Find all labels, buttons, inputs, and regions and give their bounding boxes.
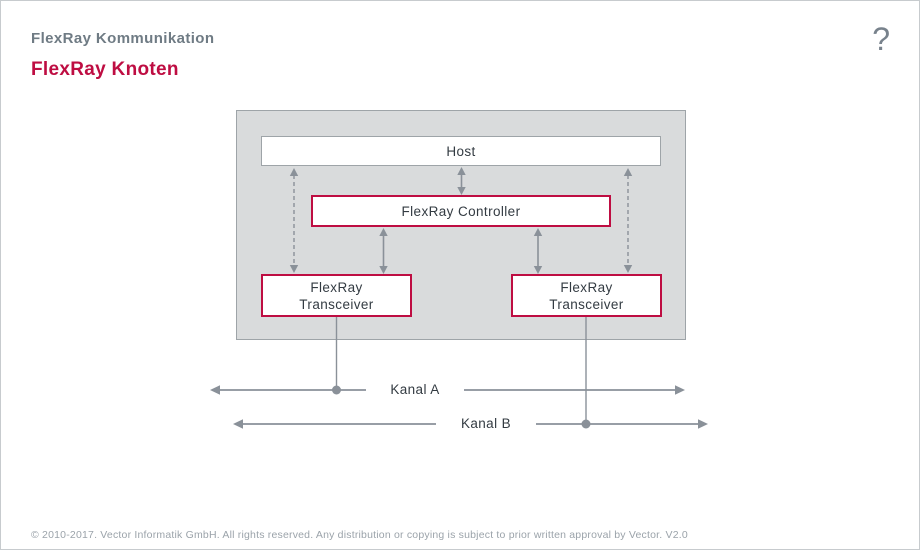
channel-a-junction-dot bbox=[332, 385, 341, 395]
page-title: FlexRay Knoten bbox=[31, 59, 179, 80]
channel-b-label: Kanal B bbox=[460, 416, 512, 431]
lesson-kicker: FlexRay Kommunikation bbox=[31, 30, 215, 47]
transceiver-a-label-line2: Transceiver bbox=[299, 296, 374, 312]
channel-a-label: Kanal A bbox=[390, 382, 440, 397]
transceiver-b-label-line1: FlexRay bbox=[560, 279, 613, 295]
channel-b-junction-dot bbox=[581, 419, 591, 429]
host-label: Host bbox=[446, 143, 476, 159]
flexray-transceiver-b-box: FlexRay Transceiver bbox=[511, 274, 662, 317]
flexray-controller-box: FlexRay Controller bbox=[311, 195, 611, 227]
flexray-transceiver-a-box: FlexRay Transceiver bbox=[261, 274, 412, 317]
transceiver-b-label-line2: Transceiver bbox=[549, 296, 624, 312]
copyright-notice: © 2010-2017. Vector Informatik GmbH. All… bbox=[31, 529, 688, 541]
transceiver-a-label-line1: FlexRay bbox=[310, 279, 363, 295]
flexray-controller-label: FlexRay Controller bbox=[401, 203, 521, 219]
help-icon[interactable]: ? bbox=[872, 21, 890, 57]
host-box: Host bbox=[261, 136, 661, 166]
